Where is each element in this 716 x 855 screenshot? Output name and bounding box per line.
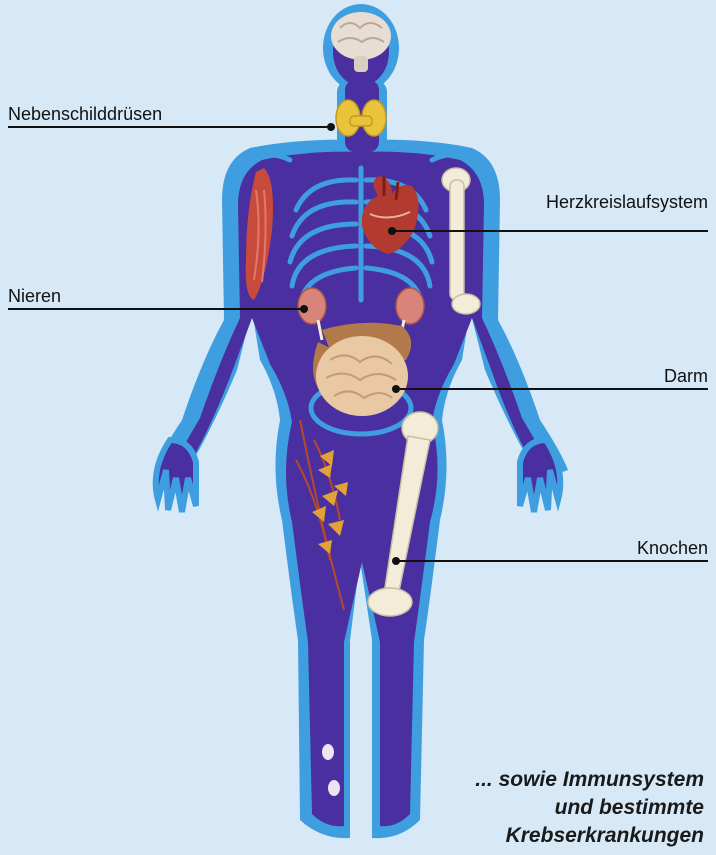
label-intestine: Darm [664,366,708,386]
leader-dot-cardiovascular [388,227,396,235]
footnote-line-2: und bestimmte [475,794,704,822]
leader-bones [396,560,708,562]
leader-dot-bones [392,557,400,565]
label-cardiovascular: Herzkreislaufsystem [546,192,708,212]
leader-parathyroid [8,126,330,128]
leader-dot-kidneys [300,305,308,313]
leader-dot-intestine [392,385,400,393]
footnote-line-1: ... sowie Immunsystem [475,766,704,794]
leader-kidneys [8,308,304,310]
footnote: ... sowie Immunsystem und bestimmte Kreb… [475,766,704,850]
footnote-line-3: Krebserkrankungen [475,822,704,850]
body-inner [174,18,548,826]
leader-cardiovascular [392,230,708,232]
label-bones: Knochen [637,538,708,558]
label-parathyroid: Nebenschilddrüsen [8,104,162,124]
leader-intestine [396,388,708,390]
label-kidneys: Nieren [8,286,61,306]
leader-dot-parathyroid [327,123,335,131]
intestine-icon [313,323,411,416]
